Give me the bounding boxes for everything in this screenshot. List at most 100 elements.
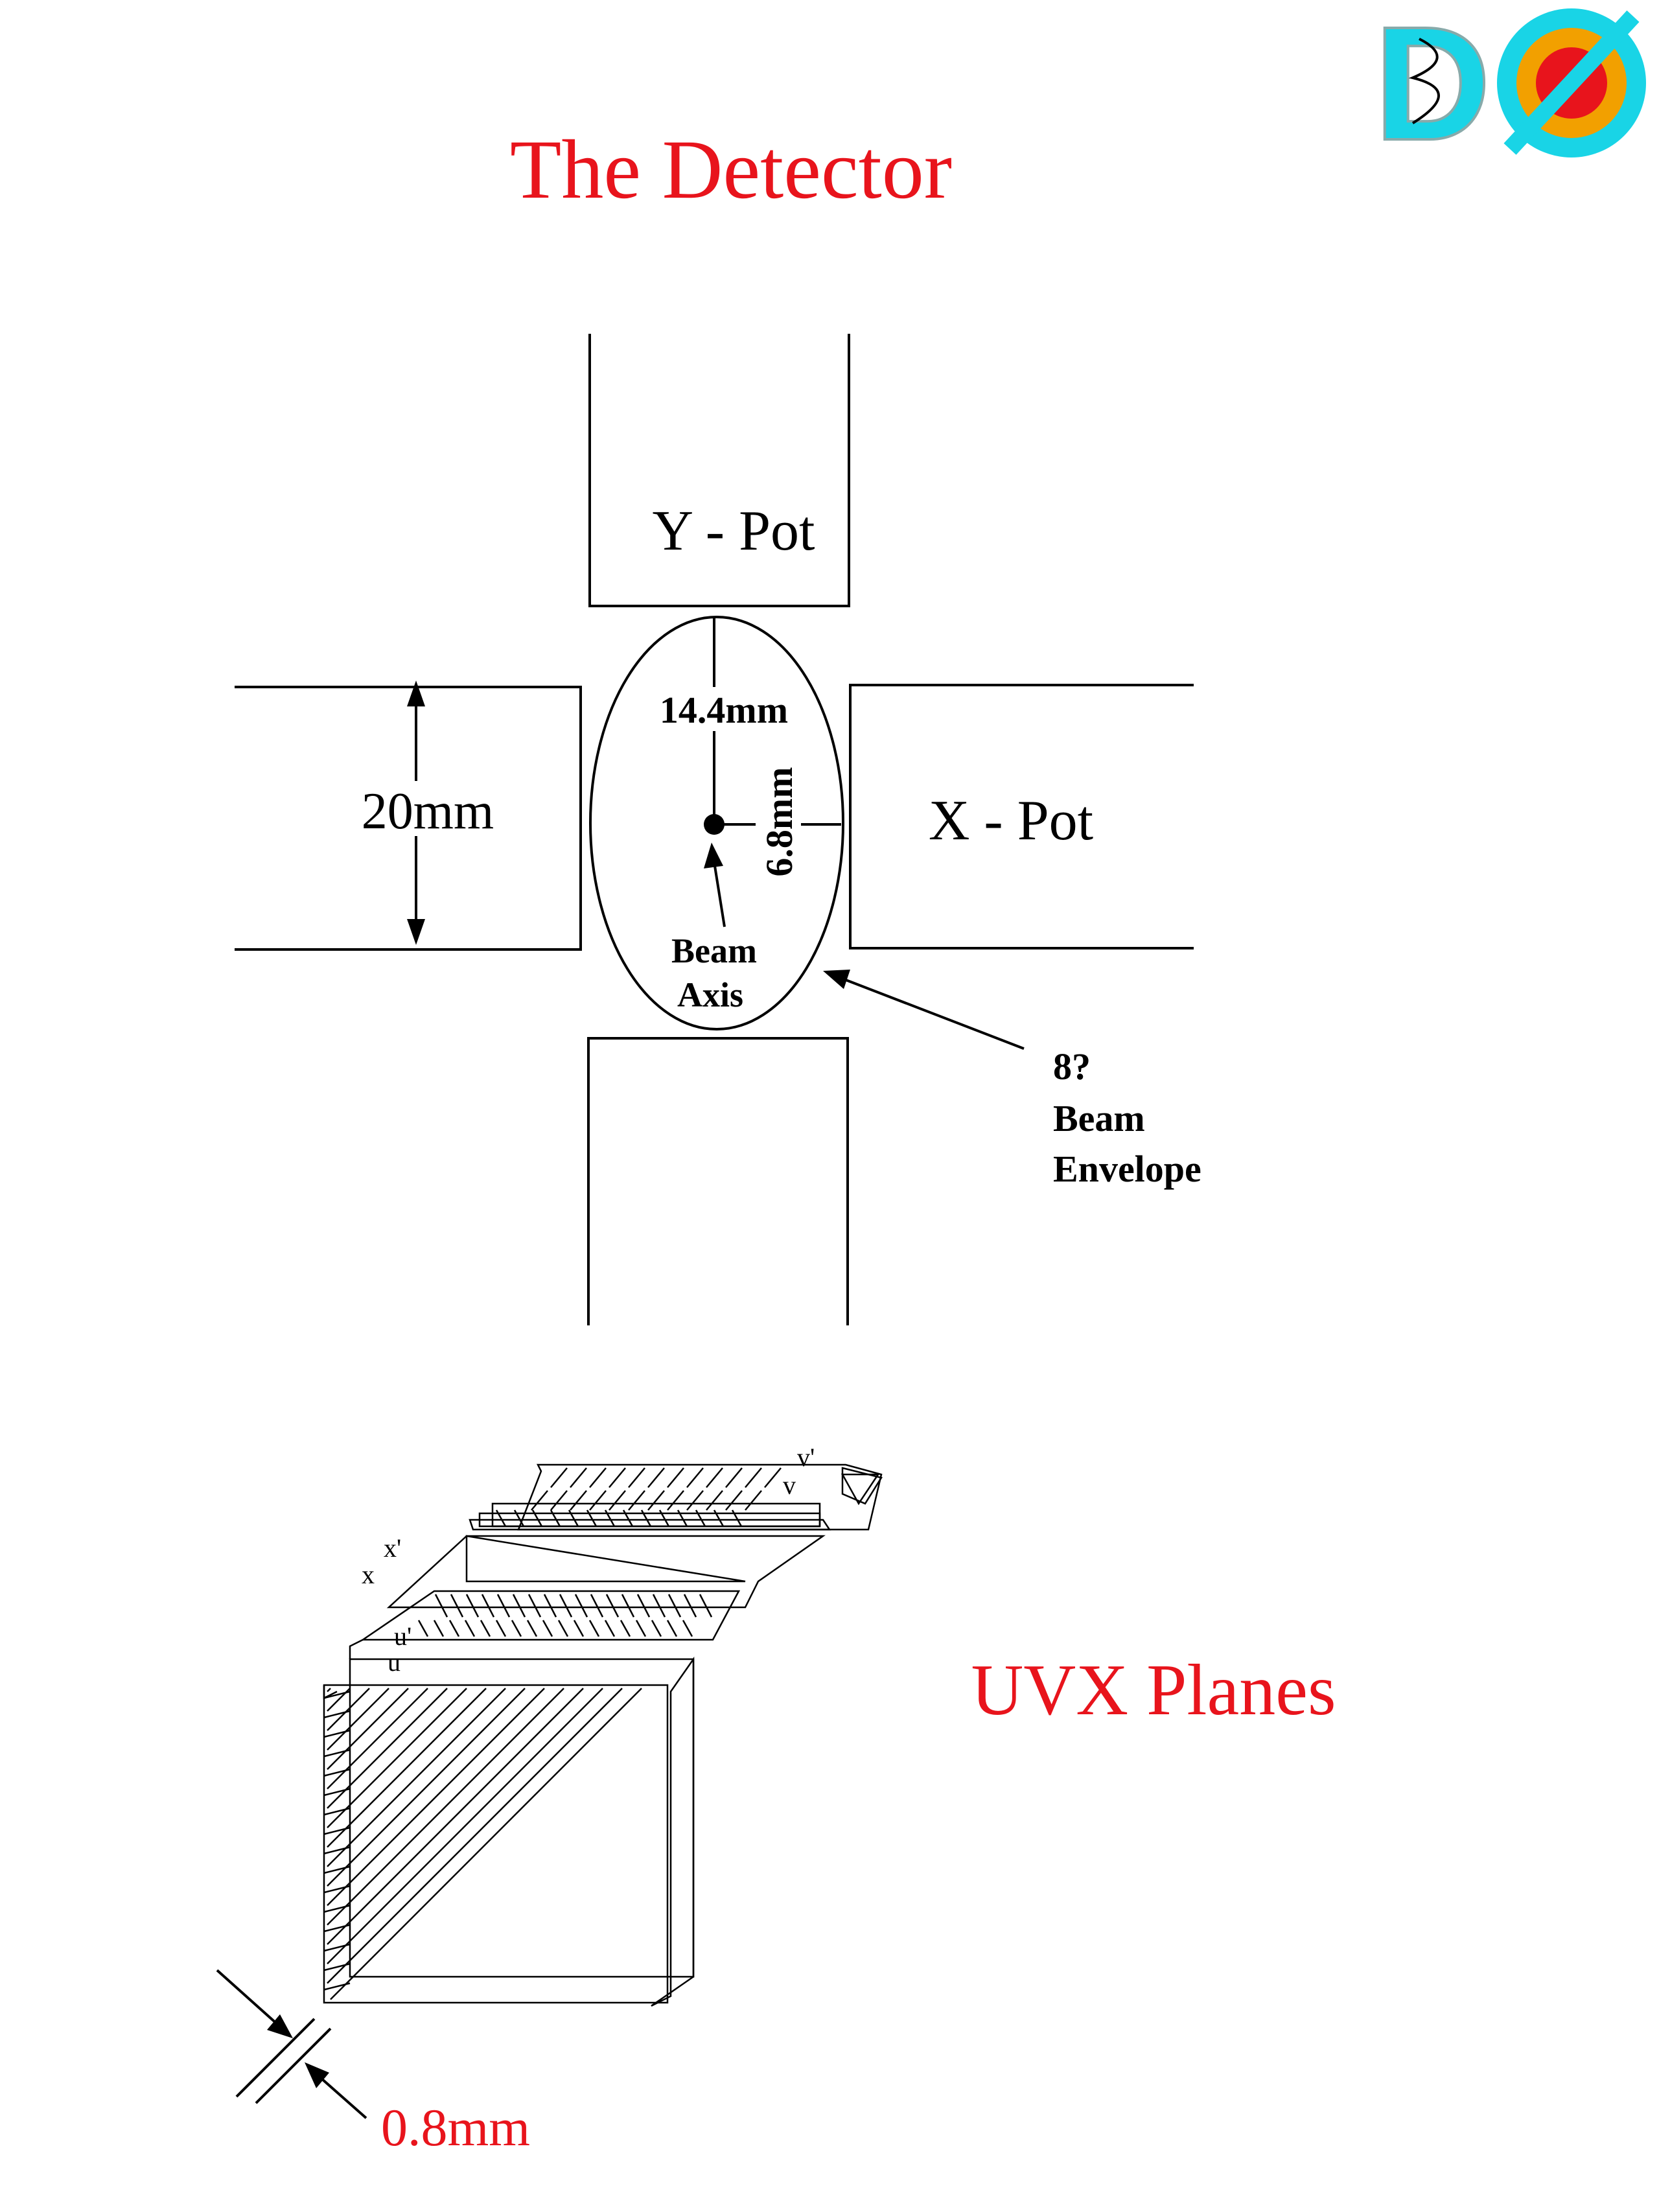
u-prime-fiber: [528, 1594, 542, 1618]
x-fiber-strip: [327, 1688, 428, 1789]
u-prime-fiber: [683, 1594, 697, 1618]
x-pot-left: [235, 686, 582, 951]
v-fiber: [725, 1490, 743, 1511]
beam-axis-label-line1: Beam: [671, 931, 757, 970]
plane-label-x: x: [362, 1560, 375, 1589]
beam-axis-arrow: [713, 861, 726, 927]
x-layer-inner: [465, 1535, 746, 1583]
x-fiber-strip: [327, 1688, 389, 1751]
envelope-label-line1: 8?: [1053, 1045, 1091, 1088]
v-base-fiber: [640, 1509, 652, 1527]
v-base-fiber: [677, 1509, 688, 1527]
x-fiber-tab: [323, 1826, 351, 1835]
x-fiber-tab: [323, 1846, 351, 1855]
detector-schematic: Y - Pot X - Pot 20mm 14.4mm 6.8mm Beam A…: [235, 334, 1201, 1325]
v-prime-fiber: [764, 1467, 782, 1488]
u-prime-fiber: [699, 1594, 713, 1618]
logo-letter-d: D: [1374, 0, 1491, 174]
x-layer-frame: [386, 1535, 826, 1609]
u-fiber: [666, 1620, 678, 1637]
v-base-fiber: [513, 1509, 525, 1527]
v-prime-fiber: [628, 1467, 645, 1488]
v-fiber: [550, 1490, 568, 1511]
u-fiber: [480, 1620, 491, 1637]
envelope-arrow: [842, 977, 1025, 1050]
pitch-arrow-upper: [216, 1969, 280, 2027]
u-fiber: [573, 1620, 585, 1637]
envelope-label-line3: Envelope: [1053, 1148, 1201, 1190]
u-prime-fiber: [450, 1594, 464, 1618]
x-fiber-tab: [323, 1807, 351, 1816]
y-pot-bottom: [587, 1037, 849, 1325]
u-prime-fiber: [559, 1594, 573, 1618]
x-fiber-strip: [330, 1688, 642, 2000]
v-fiber: [570, 1490, 587, 1511]
y-pot-label: Y - Pot: [653, 500, 815, 563]
dzero-logo: D DØ: [1373, 0, 1646, 175]
arrowhead-up: [407, 681, 425, 706]
arrowhead-down: [407, 919, 425, 945]
pitch-label: 0.8mm: [381, 2098, 530, 2157]
v-base-fiber: [695, 1509, 706, 1527]
u-fiber: [635, 1620, 647, 1637]
v-base-fiber: [731, 1509, 743, 1527]
x-fiber-strip: [327, 1688, 409, 1770]
x-fiber-strip: [327, 1688, 370, 1731]
x-fiber-strip: [327, 1688, 623, 1984]
u-fiber: [542, 1620, 553, 1637]
pitch-arrow-lower: [315, 2073, 367, 2119]
logo-ring: [1497, 8, 1646, 157]
x-fiber-tab: [323, 1885, 351, 1894]
uvx-planes-drawing: v' v x' x u' u: [216, 1443, 883, 2119]
u-fiber: [464, 1620, 476, 1637]
u-prime-fiber: [590, 1594, 604, 1618]
x-pot-right: [849, 684, 1194, 949]
v-fiber: [609, 1490, 626, 1511]
u-fiber: [557, 1620, 569, 1637]
y-pot-top: [588, 334, 850, 607]
u-fiber: [604, 1620, 616, 1637]
x-fiber-strip: [327, 1688, 545, 1906]
v-prime-fiber: [686, 1467, 704, 1488]
v-prime-fiber: [550, 1467, 568, 1488]
x-fiber-tab: [323, 1729, 351, 1738]
u-hatch: [417, 1594, 713, 1637]
uvx-title: UVX Planes: [971, 1650, 1336, 1730]
v-base-fiber: [568, 1509, 579, 1527]
v-base-fiber: [531, 1509, 543, 1527]
x-fiber-strip: [327, 1688, 467, 1828]
u-prime-fiber: [543, 1594, 557, 1618]
x-hatch: [323, 1688, 642, 2000]
v-fiber: [531, 1490, 548, 1511]
v-prime-fiber: [609, 1467, 626, 1488]
v-hatch: [495, 1467, 782, 1527]
u-fiber: [433, 1620, 445, 1637]
x-fiber-strip: [327, 1688, 584, 1945]
beam-axis-dot: [704, 814, 725, 835]
u-fiber: [682, 1620, 693, 1637]
x-fiber-strip: [327, 1688, 603, 1964]
beam-envelope-ellipse: [589, 616, 844, 1030]
u-fiber: [620, 1620, 631, 1637]
v-fiber: [745, 1490, 762, 1511]
x-fiber-strip: [327, 1688, 448, 1809]
u-prime-fiber: [481, 1594, 495, 1618]
pitch-line-right: [255, 2027, 332, 2104]
v-prime-fiber: [647, 1467, 665, 1488]
v-prime-fiber: [570, 1467, 587, 1488]
u-prime-fiber: [667, 1594, 682, 1618]
v-prime-fiber: [667, 1467, 684, 1488]
v-base-fiber: [495, 1509, 507, 1527]
x-fiber-tab: [323, 1710, 351, 1719]
x-fiber-strip: [327, 1688, 506, 1867]
envelope-arrowhead: [823, 970, 850, 989]
plane-label-v-prime: v': [797, 1443, 815, 1472]
envelope-label-line2: Beam: [1053, 1097, 1145, 1139]
v-prime-fiber: [745, 1467, 762, 1488]
v-layer-ledge: [469, 1519, 831, 1531]
v-fiber: [686, 1490, 704, 1511]
x-fiber-tab: [323, 1749, 351, 1758]
x-fiber-tab: [323, 1924, 351, 1933]
v-fiber: [667, 1490, 684, 1511]
